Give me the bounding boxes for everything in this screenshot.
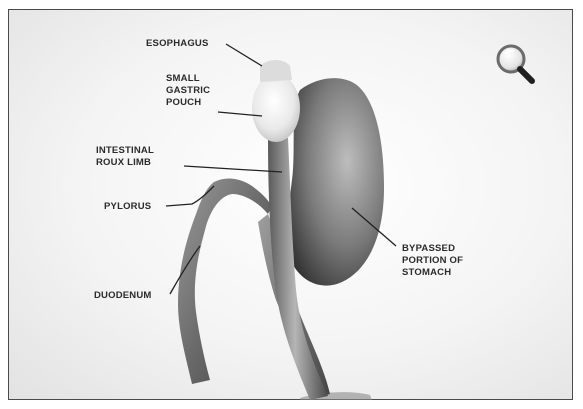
esophagus-leader (226, 44, 262, 66)
roux-leader (184, 166, 282, 172)
label-pouch-line3: POUCH (166, 97, 201, 108)
magnifier-icon[interactable] (492, 40, 540, 88)
label-bypassed-line2: PORTION OF (402, 255, 463, 266)
gastric-pouch-shape (252, 74, 300, 142)
label-bypassed-line3: STOMACH (402, 267, 451, 278)
label-roux-line2: ROUX LIMB (96, 157, 151, 168)
label-duodenum: DUODENUM (94, 290, 152, 301)
label-esophagus: ESOPHAGUS (146, 38, 209, 49)
label-pouch-line1: SMALL (166, 73, 200, 84)
esophagus-shape (260, 60, 292, 82)
label-bypassed-line1: BYPASSED (402, 243, 455, 254)
bypassed-stomach-shape (287, 78, 384, 285)
label-roux-line1: INTESTINAL (96, 145, 154, 156)
duodenum-shape (178, 179, 272, 384)
label-pouch-line2: GASTRIC (166, 85, 210, 96)
label-pylorus: PYLORUS (104, 201, 151, 212)
